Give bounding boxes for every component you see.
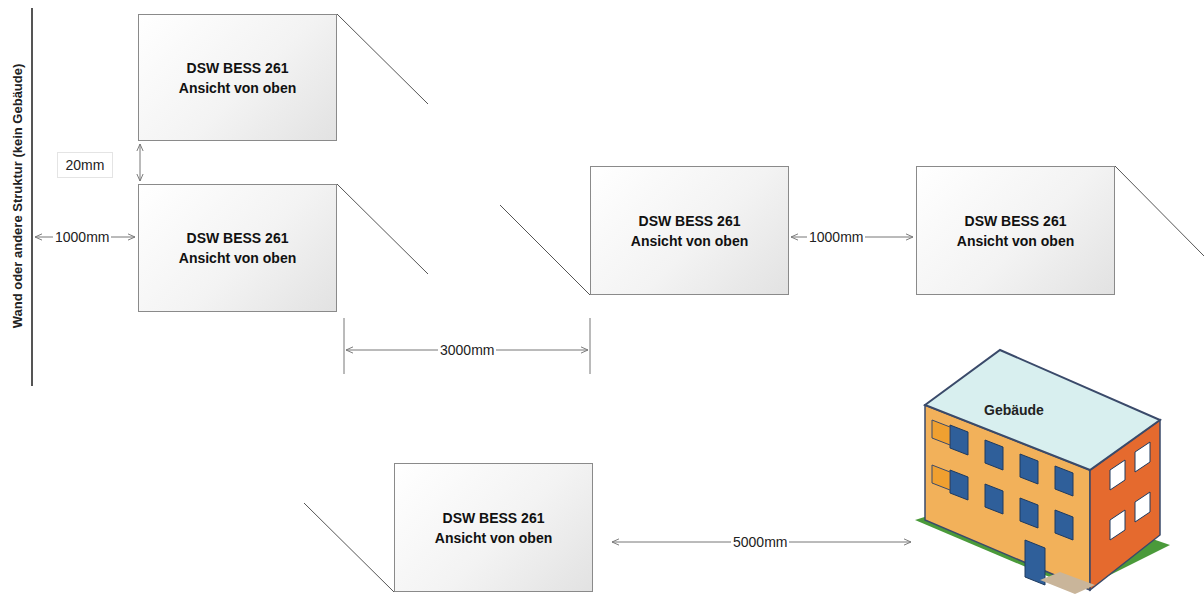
bess-unit-box: DSW BESS 261 Ansicht von oben [590,166,789,295]
bess-unit-box: DSW BESS 261 Ansicht von oben [394,463,593,592]
unit-label: DSW BESS 261 Ansicht von oben [178,58,298,98]
unit-label: DSW BESS 261 Ansicht von oben [434,508,554,548]
dimension-label: 1000mm [53,228,111,246]
bess-unit-box: DSW BESS 261 Ansicht von oben [138,14,337,141]
building-label: Gebäude [982,401,1046,419]
dimension-label: 5000mm [731,533,789,551]
wall-line [31,8,33,386]
dimension-label: 20mm [57,152,114,178]
bess-unit-box: DSW BESS 261 Ansicht von oben [916,166,1115,295]
unit-label: DSW BESS 261 Ansicht von oben [178,228,298,268]
dimension-label: 1000mm [807,228,865,246]
dimension-label: 3000mm [438,341,496,359]
unit-label: DSW BESS 261 Ansicht von oben [630,211,750,251]
unit-label: DSW BESS 261 Ansicht von oben [956,211,1076,251]
building-illustration [915,350,1170,594]
wall-label: Wand oder andere Struktur (kein Gebäude) [9,62,27,331]
door-swing-lines [304,14,1204,592]
bess-unit-box: DSW BESS 261 Ansicht von oben [138,184,337,312]
